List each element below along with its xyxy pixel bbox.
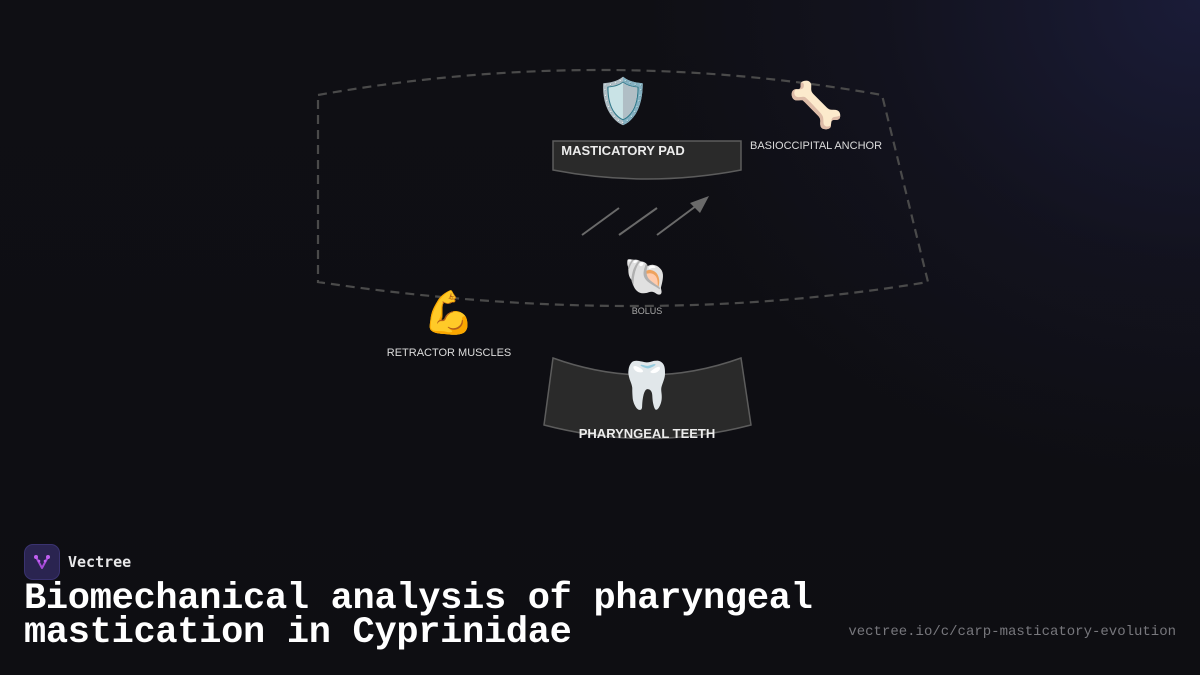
page-title: Biomechanical analysis of pharyngeal mas…	[24, 578, 813, 654]
shell-icon: 🐚	[623, 256, 669, 297]
source-url[interactable]: vectree.io/c/carp-masticatory-evolution	[848, 624, 1176, 640]
pharyngeal-teeth-label: PHARYNGEAL TEETH	[578, 426, 716, 441]
vectree-logo-icon	[24, 544, 60, 580]
arrow-head-icon	[690, 196, 709, 213]
skull-outline	[316, 68, 930, 308]
retractor-muscles-label: RETRACTOR MUSCLES	[386, 347, 512, 359]
masticatory-pad-label: MASTICATORY PAD	[561, 143, 685, 158]
brand-name: Vectree	[68, 553, 132, 571]
basioccipital-anchor-label: BASIOCCIPITAL ANCHOR	[749, 140, 883, 152]
pharyngeal-teeth-panel	[543, 356, 752, 440]
bite-force-arrow	[581, 205, 697, 236]
bolus-label: BOLUS	[631, 306, 663, 316]
bone-icon: 🦴	[788, 81, 844, 130]
shield-icon: 🛡️	[595, 77, 651, 126]
flexed-bicep-icon: 💪	[422, 289, 476, 336]
tooth-icon: 🦷	[618, 359, 676, 411]
masticatory-pad-panel	[552, 140, 742, 180]
brand: Vectree	[24, 544, 131, 580]
